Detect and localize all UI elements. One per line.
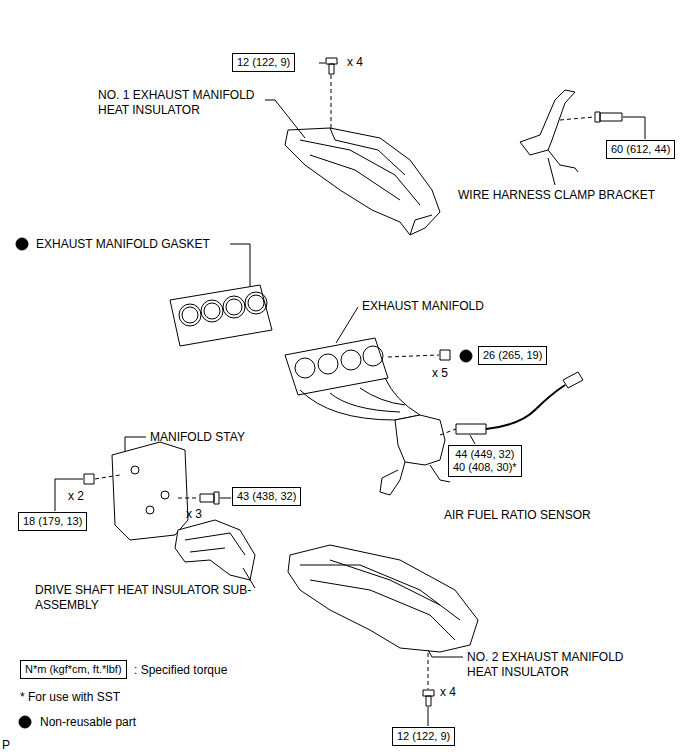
torque-box: N*m (kgf*cm, ft.*lbf) <box>20 660 127 679</box>
torque-value: 12 (122, 9) <box>237 56 290 69</box>
part-label: x 3 <box>186 507 202 522</box>
torque-box: 60 (612, 44) <box>606 140 675 159</box>
part-label: NO. 1 EXHAUST MANIFOLD HEAT INSULATOR <box>98 88 273 118</box>
torque-value: 26 (265, 19) <box>483 349 542 362</box>
part-label: x 5 <box>432 366 448 381</box>
torque-box: 18 (179, 13) <box>18 512 87 531</box>
torque-value: 18 (179, 13) <box>23 515 82 528</box>
torque-box: 43 (438, 32) <box>232 487 301 506</box>
part-label: x 2 <box>68 489 84 504</box>
part-label: AIR FUEL RATIO SENSOR <box>444 508 591 523</box>
torque-value: 43 (438, 32) <box>237 490 296 503</box>
part-label: MANIFOLD STAY <box>150 430 245 445</box>
part-label: WIRE HARNESS CLAMP BRACKET <box>458 188 655 203</box>
torque-value: 12 (122, 9) <box>397 730 450 743</box>
torque-box: 44 (449, 32)40 (408, 30)* <box>448 445 522 477</box>
part-label: DRIVE SHAFT HEAT INSULATOR SUB-ASSEMBLY <box>35 583 260 613</box>
legend-text: : Specified torque <box>134 663 227 678</box>
part-label: EXHAUST MANIFOLD GASKET <box>36 237 210 252</box>
torque-box: 12 (122, 9) <box>392 727 455 746</box>
part-label: * For use with SST <box>20 690 120 705</box>
torque-value: 60 (612, 44) <box>611 143 670 156</box>
torque-box: 26 (265, 19) <box>478 346 547 365</box>
torque-value: N*m (kgf*cm, ft.*lbf) <box>25 663 122 676</box>
part-label: NO. 2 EXHAUST MANIFOLD HEAT INSULATOR <box>467 650 647 680</box>
legend-text: Non-reusable part <box>40 715 136 730</box>
part-label: P <box>2 738 10 753</box>
part-label: EXHAUST MANIFOLD <box>362 299 484 314</box>
torque-value: 44 (449, 32) <box>453 448 517 461</box>
part-label: x 4 <box>347 55 363 70</box>
torque-box: 12 (122, 9) <box>232 53 295 72</box>
torque-value: 40 (408, 30)* <box>453 461 517 474</box>
part-label: x 4 <box>440 685 456 700</box>
